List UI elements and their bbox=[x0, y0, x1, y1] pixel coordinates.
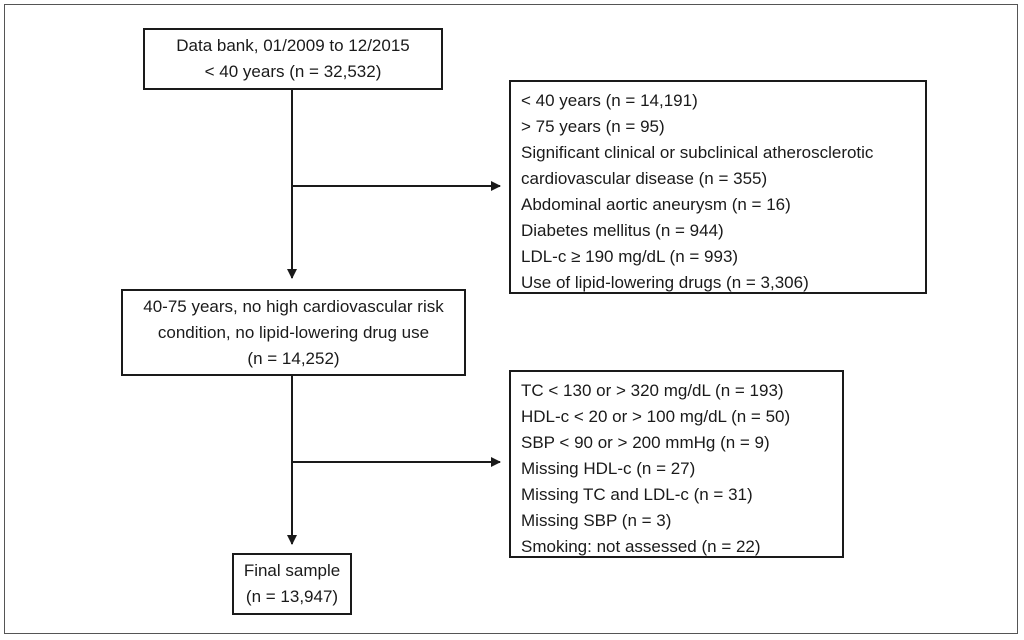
final-line-1: Final sample bbox=[243, 561, 341, 580]
exclusion1-item: cardiovascular disease (n = 355) bbox=[521, 169, 768, 188]
exclusion2-item: SBP < 90 or > 200 mmHg (n = 9) bbox=[521, 433, 770, 452]
exclusion2-item: Missing HDL-c (n = 27) bbox=[521, 459, 696, 478]
exclusion1-item: Diabetes mellitus (n = 944) bbox=[521, 221, 724, 240]
middle-line-3: (n = 14,252) bbox=[247, 348, 340, 368]
exclusion2-item: TC < 130 or > 320 mg/dL (n = 193) bbox=[521, 381, 784, 400]
final-line-2: (n = 13,947) bbox=[245, 587, 339, 606]
exclusion1-item: Abdominal aortic aneurysm (n = 16) bbox=[521, 195, 791, 214]
exclusion1-item: < 40 years (n = 14,191) bbox=[521, 91, 698, 110]
start-box: Data bank, 01/2009 to 12/2015 < 40 years… bbox=[143, 28, 443, 90]
exclusion2-item: HDL-c < 20 or > 100 mg/dL (n = 50) bbox=[521, 407, 791, 426]
final-box: Final sample (n = 13,947) bbox=[232, 553, 352, 615]
middle-box: 40-75 years, no high cardiovascular risk… bbox=[121, 289, 466, 376]
exclusion1-item: Significant clinical or subclinical athe… bbox=[521, 143, 874, 162]
start-line-1: Data bank, 01/2009 to 12/2015 bbox=[176, 36, 410, 55]
exclusion2-item: Missing TC and LDL-c (n = 31) bbox=[521, 485, 753, 504]
figure-frame bbox=[4, 4, 1018, 634]
exclusion2-item: Smoking: not assessed (n = 22) bbox=[521, 537, 761, 556]
exclusion1-item: > 75 years (n = 95) bbox=[521, 117, 665, 136]
start-line-2: < 40 years (n = 32,532) bbox=[204, 62, 382, 81]
exclusion2-box: TC < 130 or > 320 mg/dL (n = 193) HDL-c … bbox=[509, 370, 844, 558]
exclusion2-item: Missing SBP (n = 3) bbox=[521, 511, 672, 530]
middle-line-1: 40-75 years, no high cardiovascular risk bbox=[143, 296, 444, 316]
exclusion1-item: Use of lipid-lowering drugs (n = 3,306) bbox=[521, 273, 809, 292]
exclusion1-box: < 40 years (n = 14,191) > 75 years (n = … bbox=[509, 80, 927, 294]
exclusion1-item: LDL-c ≥ 190 mg/dL (n = 993) bbox=[521, 247, 739, 266]
middle-line-2: condition, no lipid-lowering drug use bbox=[157, 322, 430, 342]
